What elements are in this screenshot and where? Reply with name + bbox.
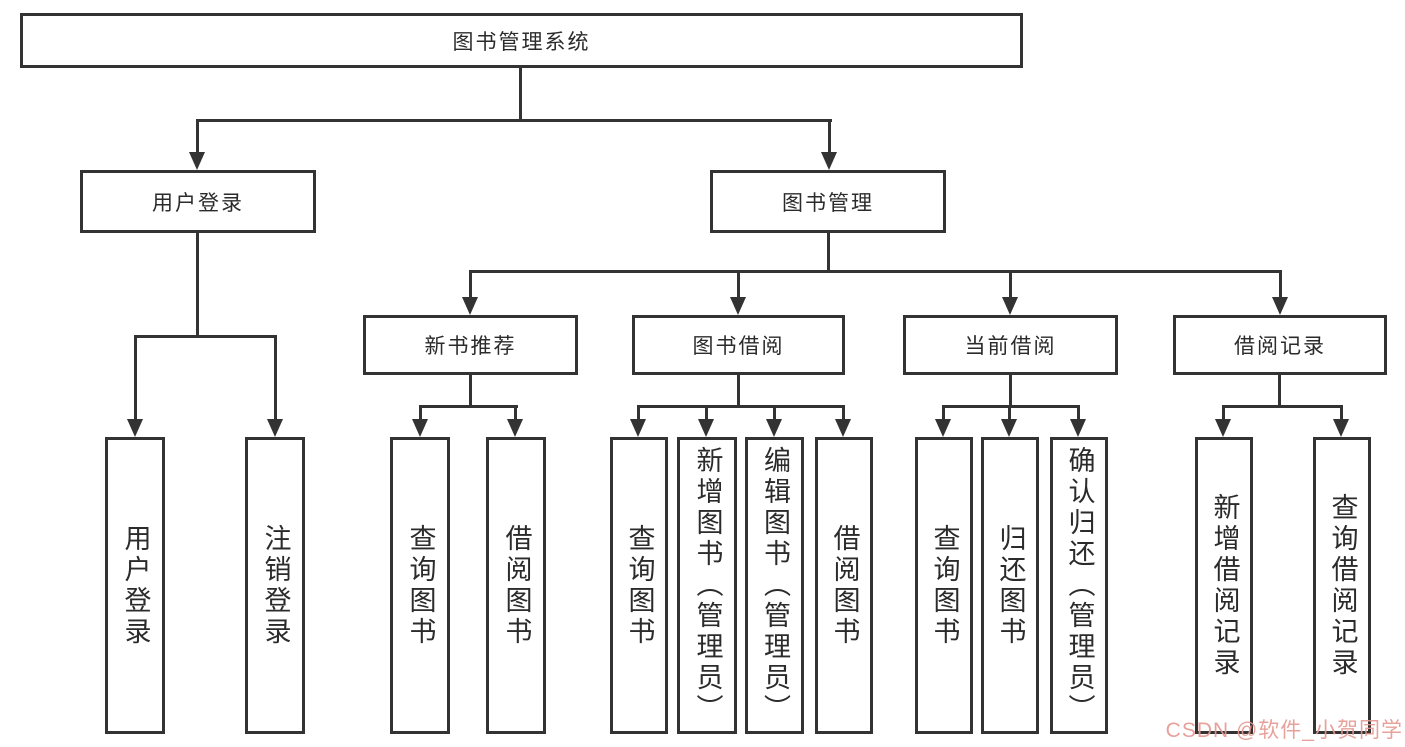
connector-line xyxy=(519,68,522,122)
arrowhead-down-icon xyxy=(127,419,143,437)
node-label: 借阅记录 xyxy=(1234,335,1326,358)
leaf-label: 查询图书 xyxy=(405,523,436,648)
arrowhead-down-icon xyxy=(1070,419,1086,437)
connector-line xyxy=(1340,405,1343,422)
connector-line xyxy=(942,405,945,422)
arrowhead-down-icon xyxy=(462,297,478,315)
connector-line xyxy=(1279,270,1282,299)
leaf-borrow-books-recommend: 借阅图书 xyxy=(486,437,546,734)
arrowhead-down-icon xyxy=(412,419,428,437)
connector-line xyxy=(828,119,831,157)
node-label: 用户登录 xyxy=(152,191,244,215)
arrowhead-down-icon xyxy=(766,419,782,437)
leaf-label: 查询借阅记录 xyxy=(1327,492,1358,679)
csdn-watermark: CSDN @软件_小贺同学 xyxy=(1165,719,1403,742)
connector-line xyxy=(842,405,845,422)
leaf-borrow-books: 借阅图书 xyxy=(815,437,873,734)
arrowhead-down-icon xyxy=(630,419,646,437)
leaf-label: 新增图书（管理员） xyxy=(692,446,723,725)
leaf-add-books-admin: 新增图书（管理员） xyxy=(677,437,737,734)
arrowhead-down-icon xyxy=(935,419,951,437)
leaf-label: 注销登录 xyxy=(260,523,291,648)
connector-line xyxy=(1223,405,1343,408)
connector-line xyxy=(1278,375,1281,408)
connector-line xyxy=(637,405,640,422)
leaf-label: 归还图书 xyxy=(995,523,1026,648)
connector-line xyxy=(196,119,199,157)
arrowhead-down-icon xyxy=(189,152,205,170)
connector-line xyxy=(134,335,277,338)
leaf-query-books-recommend: 查询图书 xyxy=(390,437,450,734)
arrowhead-down-icon xyxy=(835,419,851,437)
leaf-label: 借阅图书 xyxy=(829,523,860,648)
connector-line xyxy=(514,405,517,422)
node-current-borrowing: 当前借阅 xyxy=(903,315,1118,375)
arrowhead-down-icon xyxy=(1215,419,1231,437)
leaf-confirm-return-admin: 确认归还（管理员） xyxy=(1050,437,1108,734)
connector-line xyxy=(419,405,518,408)
node-label: 图书借阅 xyxy=(692,335,785,358)
node-borrowing-records: 借阅记录 xyxy=(1173,315,1387,375)
node-label: 新书推荐 xyxy=(424,335,517,358)
leaf-label: 新增借阅记录 xyxy=(1209,492,1240,679)
arrowhead-down-icon xyxy=(1272,297,1288,315)
leaf-user-login: 用户登录 xyxy=(105,437,165,734)
arrowhead-down-icon xyxy=(267,419,283,437)
leaf-query-books-borrowing: 查询图书 xyxy=(610,437,668,734)
leaf-label: 借阅图书 xyxy=(501,523,532,648)
connector-line xyxy=(1009,270,1012,299)
connector-line xyxy=(943,405,1080,408)
leaf-label: 用户登录 xyxy=(120,523,151,648)
leaf-edit-books-admin: 编辑图书（管理员） xyxy=(745,437,804,734)
connector-line xyxy=(1008,405,1011,422)
leaf-label: 确认归还（管理员） xyxy=(1064,446,1095,725)
connector-line xyxy=(134,335,137,421)
connector-line xyxy=(469,375,472,408)
node-label: 图书管理 xyxy=(782,191,874,215)
node-user-login: 用户登录 xyxy=(80,170,316,233)
arrowhead-down-icon xyxy=(1001,419,1017,437)
connector-line xyxy=(274,335,277,421)
connector-line xyxy=(705,405,708,422)
arrowhead-down-icon xyxy=(730,297,746,315)
connector-line xyxy=(1077,405,1080,422)
leaf-query-books-current: 查询图书 xyxy=(915,437,973,734)
leaf-label: 查询图书 xyxy=(929,523,960,648)
connector-line xyxy=(196,119,832,122)
node-new-book-recommend: 新书推荐 xyxy=(363,315,578,375)
leaf-label: 编辑图书（管理员） xyxy=(760,446,790,725)
leaf-logout: 注销登录 xyxy=(245,437,305,734)
leaf-return-books: 归还图书 xyxy=(981,437,1039,734)
connector-line xyxy=(827,233,830,273)
connector-line xyxy=(638,405,845,408)
leaf-query-borrow-record: 查询借阅记录 xyxy=(1313,437,1371,734)
leaf-label: 查询图书 xyxy=(624,523,655,648)
arrowhead-down-icon xyxy=(1002,297,1018,315)
connector-line xyxy=(737,375,740,408)
node-library-management-system: 图书管理系统 xyxy=(20,13,1023,68)
node-label: 图书管理系统 xyxy=(452,30,591,54)
arrowhead-down-icon xyxy=(821,152,837,170)
arrowhead-down-icon xyxy=(1333,419,1349,437)
leaf-add-borrow-record: 新增借阅记录 xyxy=(1195,437,1253,734)
connector-line xyxy=(1009,375,1012,408)
connector-line xyxy=(773,405,776,422)
node-book-management: 图书管理 xyxy=(710,170,946,233)
connector-line xyxy=(469,270,472,299)
connector-line xyxy=(196,233,199,338)
node-label: 当前借阅 xyxy=(964,335,1057,358)
connector-line xyxy=(419,405,422,422)
arrowhead-down-icon xyxy=(698,419,714,437)
arrowhead-down-icon xyxy=(507,419,523,437)
connector-line xyxy=(469,270,1282,273)
connector-line xyxy=(737,270,740,299)
connector-line xyxy=(1222,405,1225,422)
node-book-borrowing: 图书借阅 xyxy=(632,315,845,375)
